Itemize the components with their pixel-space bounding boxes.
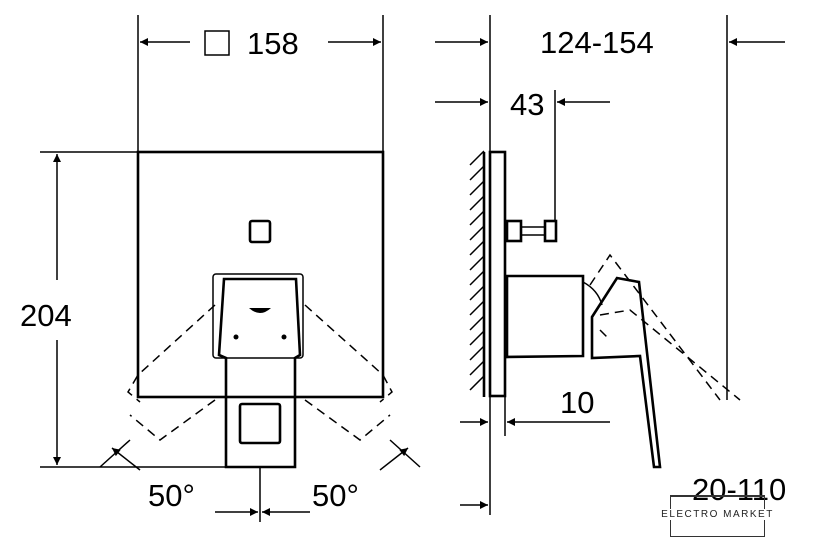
height-label: 204	[20, 298, 72, 333]
watermark-logo: ELECTRO MARKET	[658, 495, 777, 537]
angle-left-label: 50°	[148, 478, 195, 513]
depth-range-label: 124-154	[540, 25, 654, 60]
stem-depth-label: 43	[510, 87, 544, 122]
watermark-text: ELECTRO MARKET	[658, 509, 777, 520]
lever-range-label: 20-110	[692, 472, 786, 507]
side-view: 124-154 43 10 20-110	[435, 15, 786, 515]
front-view: 158 204 50° 50°	[20, 15, 421, 522]
cover-plate	[136, 150, 385, 399]
offset-label: 10	[560, 385, 594, 420]
indicator-square	[248, 219, 272, 244]
lever-handle	[217, 277, 302, 469]
angle-right-label: 50°	[312, 478, 359, 513]
valve-body	[505, 274, 585, 359]
width-label: 158	[247, 26, 299, 61]
side-plate	[488, 150, 507, 398]
side-lever	[590, 276, 662, 469]
square-symbol-icon	[204, 30, 230, 56]
